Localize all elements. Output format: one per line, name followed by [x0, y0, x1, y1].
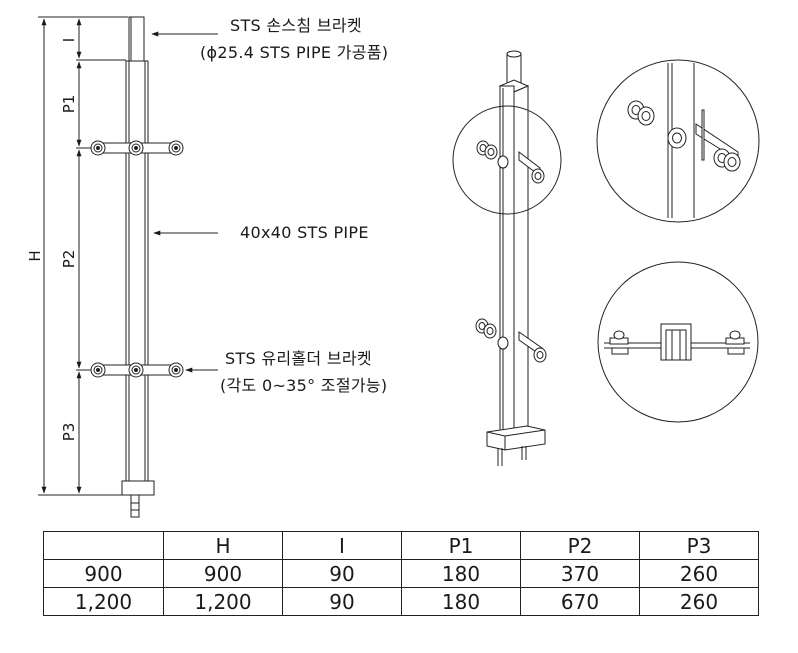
table-cell: 1,200 — [163, 587, 283, 616]
table-header-cell: P2 — [520, 531, 640, 560]
table-cell: 370 — [520, 559, 640, 588]
dim-label-i: I — [60, 38, 78, 42]
table-cell: 180 — [401, 559, 521, 588]
callout-main-pipe: 40x40 STS PIPE — [240, 223, 369, 242]
dim-label-p1: P1 — [60, 95, 78, 114]
table-cell: 1,200 — [43, 587, 164, 616]
table-cell: 90 — [282, 559, 402, 588]
table-header-cell: I — [282, 531, 402, 560]
table-row: 1,200 1,200 90 180 670 260 — [43, 587, 759, 616]
callout-handrail-bracket-spec: (ϕ25.4 STS PIPE 가공품) — [200, 43, 389, 62]
table-cell: 260 — [639, 587, 759, 616]
table-header-cell: H — [163, 531, 283, 560]
dim-label-h: H — [26, 250, 44, 261]
table-cell: 900 — [43, 559, 164, 588]
table-cell: 260 — [639, 559, 759, 588]
table-header-cell — [43, 531, 164, 560]
table-header-row: H I P1 P2 P3 — [43, 531, 759, 560]
table-header-cell: P3 — [639, 531, 759, 560]
table-header-cell: P1 — [401, 531, 521, 560]
dimension-spec-table: H I P1 P2 P3 900 900 90 180 370 260 1,20… — [43, 531, 759, 616]
table-cell: 180 — [401, 587, 521, 616]
dim-label-p2: P2 — [60, 250, 78, 269]
table-cell: 900 — [163, 559, 283, 588]
post-elevation-view — [38, 16, 218, 518]
post-isometric-view — [452, 50, 760, 466]
callout-handrail-bracket: STS 손스침 브라켓 — [230, 16, 362, 35]
table-cell: 670 — [520, 587, 640, 616]
callout-glass-holder: STS 유리홀더 브라켓 — [225, 349, 372, 368]
dim-label-p3: P3 — [60, 423, 78, 442]
callout-glass-holder-spec: (각도 0~35° 조절가능) — [220, 376, 388, 395]
table-row: 900 900 90 180 370 260 — [43, 559, 759, 588]
table-cell: 90 — [282, 587, 402, 616]
